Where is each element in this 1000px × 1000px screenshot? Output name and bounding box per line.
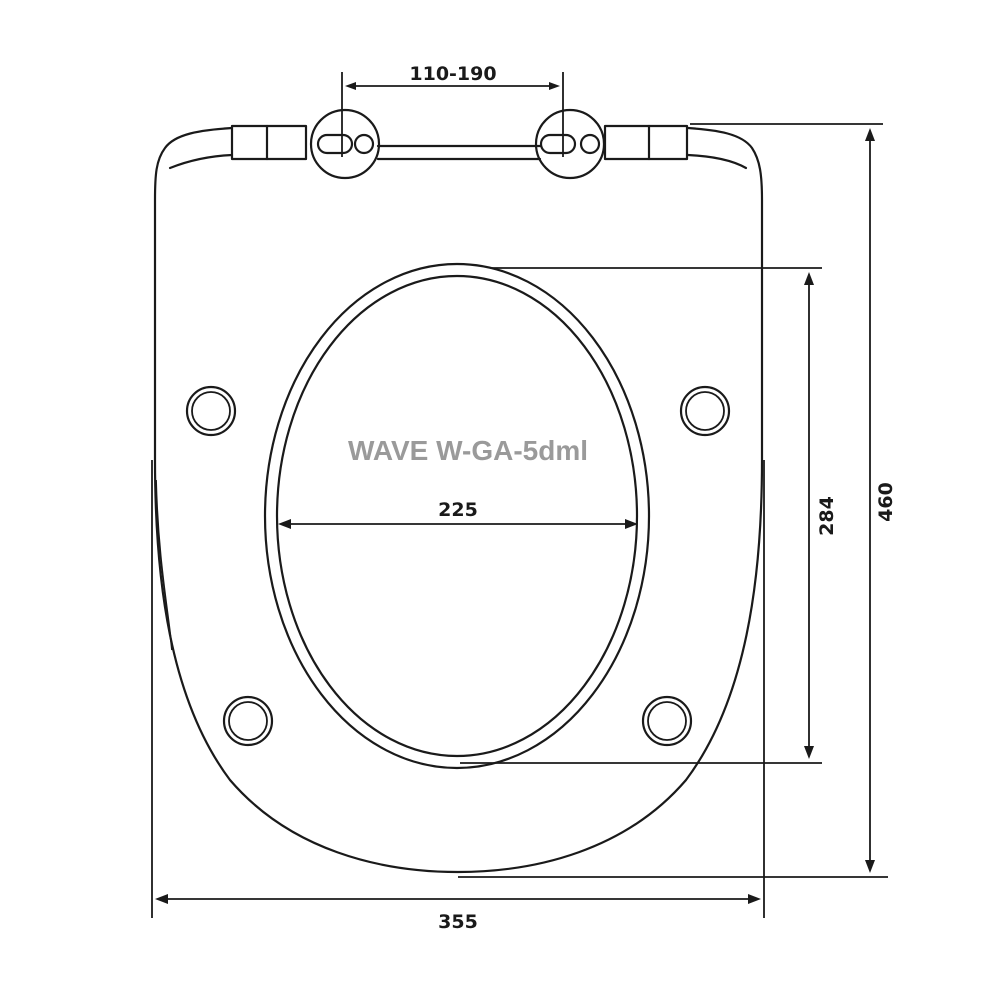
left-hinge: [309, 108, 381, 180]
right-hinge: [534, 108, 606, 180]
dimension-hinge-spacing: [341, 72, 564, 157]
dimension-overall-width: [151, 460, 765, 918]
left-hinge-block: [230, 124, 308, 161]
dimension-opening-length: [460, 267, 822, 764]
left-hinge-disc: [309, 108, 381, 180]
buffer-upper-right: [679, 385, 731, 437]
dimension-opening-width: [278, 519, 638, 529]
right-hinge-disc: [534, 108, 606, 180]
buffer-upper-left: [185, 385, 237, 437]
buffer-lower-right: [641, 695, 693, 747]
right-hinge-slot-icon: [539, 133, 577, 155]
opening-length-label: 284: [816, 496, 838, 536]
hinge-spacing-label: 110-190: [409, 63, 496, 85]
opening-outer-outline: [263, 262, 651, 770]
seat-left-inner-edge: [155, 479, 173, 651]
left-hinge-slot-icon: [316, 133, 354, 155]
right-hinge-hole-icon: [579, 133, 601, 155]
opening-inner-outline: [275, 274, 639, 758]
overall-length-label: 460: [875, 482, 897, 522]
model-watermark: WAVE W-GA-5dml: [348, 435, 588, 466]
buffer-lower-left: [222, 695, 274, 747]
seat-inner-top-curve-right: [686, 153, 748, 170]
seat-inner-top-curve-left: [168, 153, 234, 170]
left-hinge-hole-icon: [353, 133, 375, 155]
dimension-overall-length: [458, 123, 888, 878]
seat-outer-outline: [153, 126, 764, 874]
opening-width-label: 225: [438, 499, 478, 521]
overall-width-label: 355: [438, 911, 478, 933]
